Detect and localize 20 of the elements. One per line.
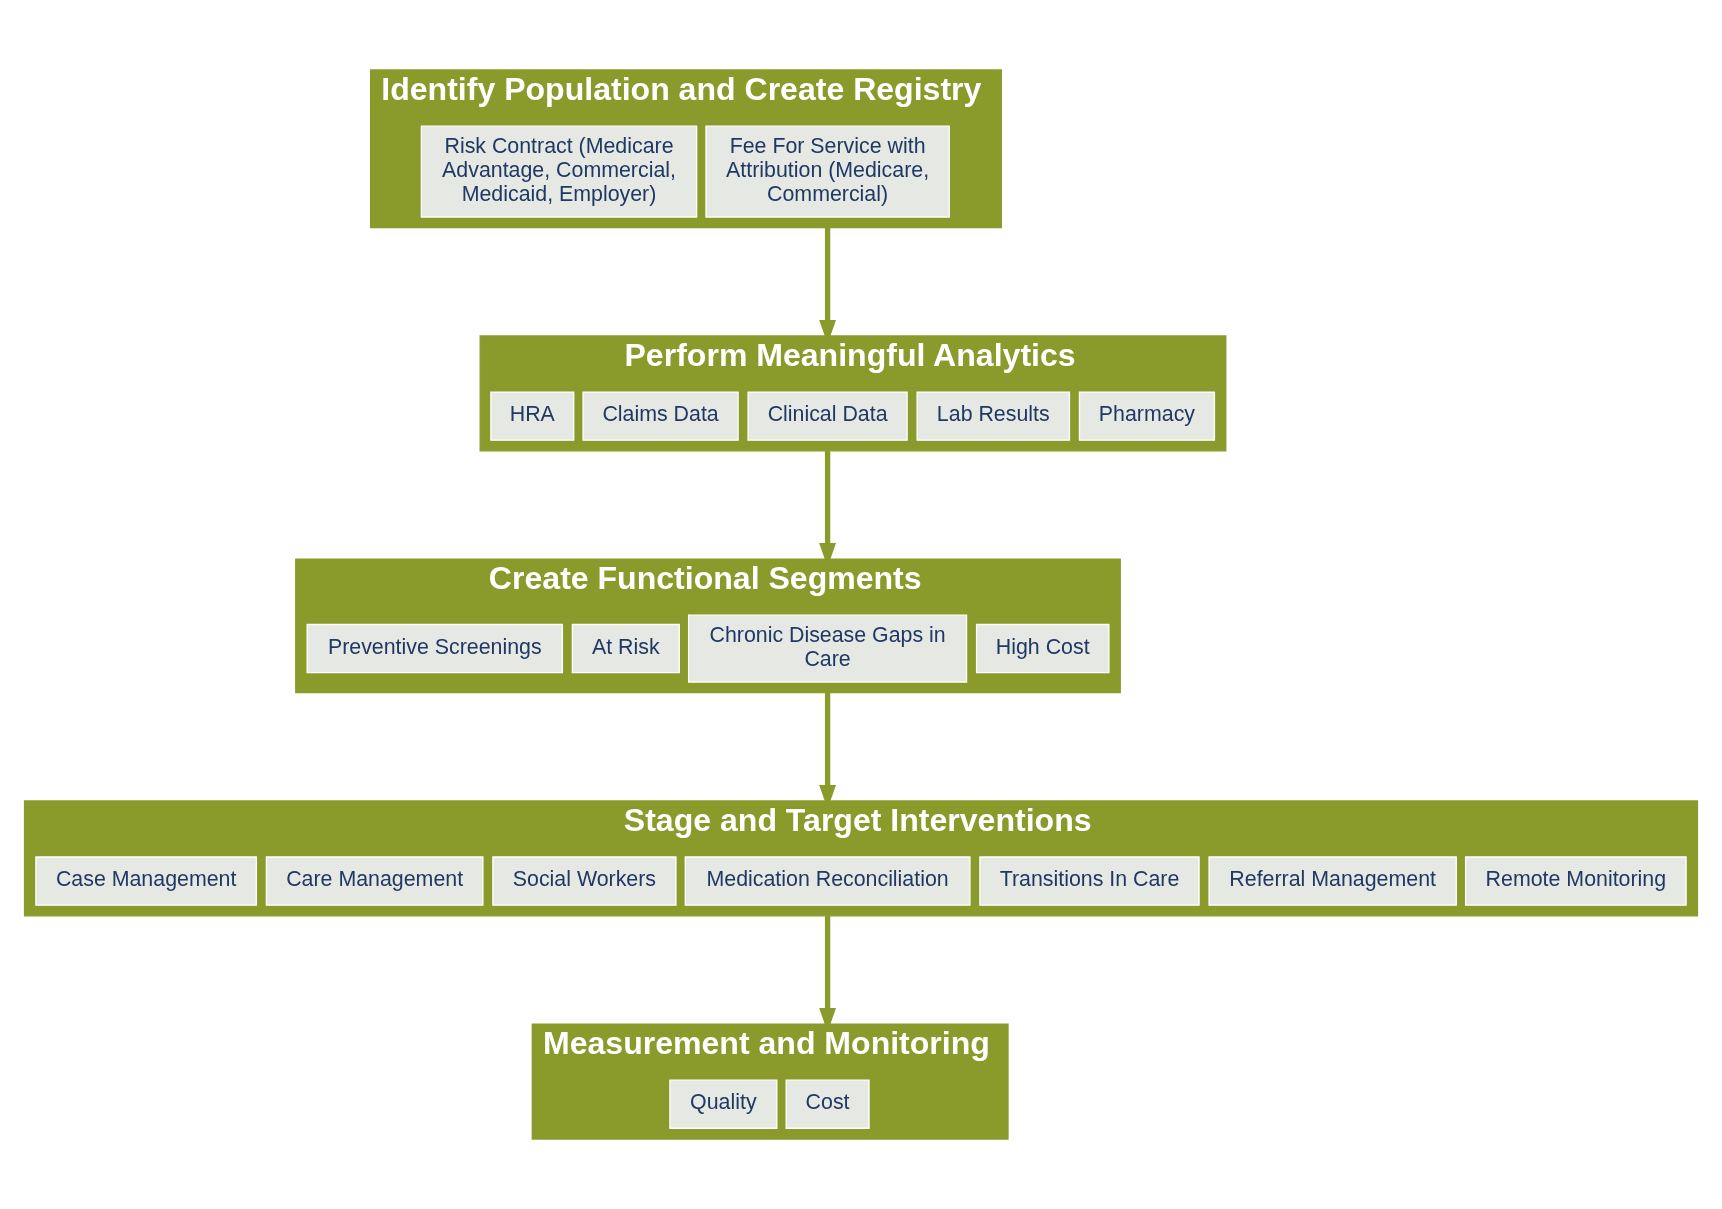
node-box: Lab Results	[916, 391, 1071, 441]
node-box: Fee For Service with Attribution (Medicare, Commercial)	[705, 125, 950, 218]
node-box: Chronic Disease Gaps in Care	[687, 614, 968, 683]
node-box: Remote Monitoring	[1464, 856, 1687, 906]
node-box: Preventive Screenings	[306, 623, 564, 674]
node-box: Transitions In Care	[979, 856, 1200, 906]
node-box: HRA	[490, 391, 575, 441]
node-box: At Risk	[571, 623, 680, 674]
node-box: Case Management	[35, 856, 258, 906]
node-box: Care Management	[265, 856, 484, 906]
node-box: Social Workers	[492, 856, 677, 906]
node-box: Pharmacy	[1078, 391, 1216, 441]
node-box: Medication Reconciliation	[684, 856, 971, 906]
node-box: Claims Data	[582, 391, 739, 441]
node-box: Referral Management	[1208, 856, 1457, 906]
node-box: Cost	[785, 1079, 870, 1129]
node-box: High Cost	[975, 623, 1110, 674]
node-box: Risk Contract (Medicare Advantage, Commercial, Medicaid, Employer)	[420, 125, 698, 218]
node-box: Quality	[669, 1079, 778, 1129]
node-box: Clinical Data	[747, 391, 908, 441]
